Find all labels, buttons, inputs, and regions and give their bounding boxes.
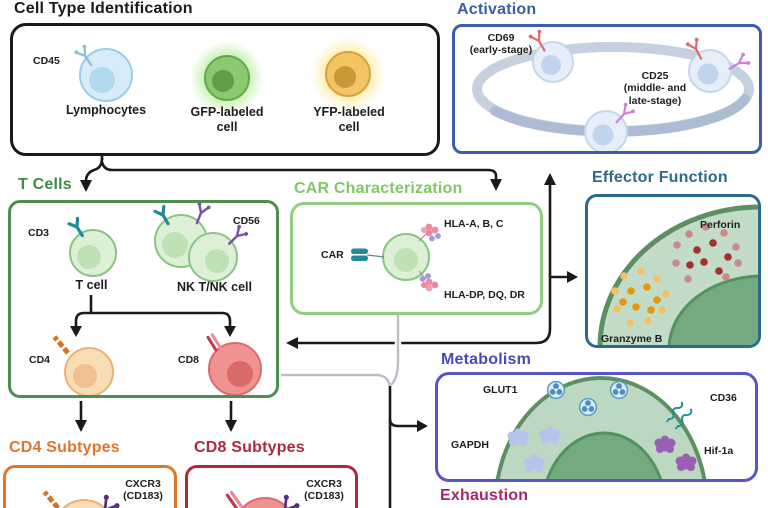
hla-class2-label: HLA-DP, DQ, DR xyxy=(444,289,525,301)
glut1-label: GLUT1 xyxy=(483,384,518,396)
gfp-cell-icon xyxy=(190,41,264,115)
cd4-cxcr3-label: CXCR3 (CD183) xyxy=(123,478,163,503)
cd25-stage: (middle- and late-stage) xyxy=(623,82,687,107)
cd25-label: CD25 (middle- and late-stage) xyxy=(613,70,697,107)
car-characterization-panel: CAR HLA-A, B, C HLA-DP, DQ, DR xyxy=(290,202,543,315)
t-cells-panel: CD3 T cell CD56 NK T/NK cell CD4 CD8 xyxy=(8,200,279,398)
cd8-subtypes-panel: CXCR3 (CD183) xyxy=(185,465,358,508)
nk-cell-label: NK T/NK cell xyxy=(176,280,252,294)
activated-cell-middle-icon xyxy=(584,100,637,151)
activation-panel: CD69 (early-stage) CD25 (middle- and lat… xyxy=(452,24,762,154)
lymphocyte-cell-icon xyxy=(72,42,133,102)
t-cells-heading: T Cells xyxy=(18,176,72,193)
hla-class1-label: HLA-A, B, C xyxy=(444,218,504,230)
cd8-label: CD8 xyxy=(178,354,200,366)
cd8-subtypes-illustrations xyxy=(225,490,302,508)
activated-cell-late-icon xyxy=(684,35,753,93)
t-cell-icon xyxy=(67,216,117,277)
hla-class1-icon xyxy=(418,223,441,242)
granzyme-label: Granzyme B xyxy=(601,333,663,345)
cd4-subtypes-heading: CD4 Subtypes xyxy=(9,439,120,456)
cd8-subtype-cell-icon xyxy=(241,497,289,508)
metabolism-cell-icon xyxy=(495,376,707,479)
cd69-stage: (early-stage) xyxy=(469,44,533,57)
cell-type-illustrations xyxy=(72,37,385,115)
activated-cell-early-icon xyxy=(526,27,574,83)
lymphocytes-label: Lymphocytes xyxy=(65,103,147,117)
cell-type-heading: Cell Type Identification xyxy=(14,0,193,17)
cd25-marker: CD25 xyxy=(641,70,669,82)
cd8-receptor-icon xyxy=(206,333,222,352)
activation-heading: Activation xyxy=(457,1,537,18)
effector-illustrations xyxy=(597,204,758,345)
cd4-subtypes-illustrations xyxy=(42,490,122,508)
hla-class2-icon xyxy=(418,270,439,292)
cd4-subtypes-panel: CXCR3 (CD183) xyxy=(3,465,177,508)
effector-cell-icon xyxy=(597,204,758,345)
cell-type-identification-panel: CD45 Lymphocytes GFP-labeled cell YFP-la… xyxy=(10,23,440,156)
metabolism-illustrations xyxy=(495,376,707,479)
exhaustion-heading: Exhaustion xyxy=(440,487,529,504)
metabolism-panel: GLUT1 CD36 GAPDH Hif-1a xyxy=(435,372,758,482)
effector-function-panel: Perforin Granzyme B xyxy=(585,194,761,348)
cd8-subtypes-heading: CD8 Subtypes xyxy=(194,439,305,456)
gfp-label: GFP-labeled cell xyxy=(190,105,264,134)
cd4-cell-icon xyxy=(52,335,114,395)
car-heading: CAR Characterization xyxy=(294,180,463,197)
effector-heading: Effector Function xyxy=(592,169,728,186)
nk-cell-icon xyxy=(153,203,251,282)
cd45-label: CD45 xyxy=(33,55,60,67)
cd56-label: CD56 xyxy=(233,215,260,227)
hif1a-label: Hif-1a xyxy=(704,445,734,457)
perforin-granules-icon xyxy=(672,223,742,283)
cd36-label: CD36 xyxy=(710,392,737,404)
yfp-label: YFP-labeled cell xyxy=(313,105,385,134)
car-t-cell-icon xyxy=(382,233,430,281)
cd3-label: CD3 xyxy=(28,227,50,239)
t-cell-label: T cell xyxy=(75,278,108,292)
cd4-subtype-cell-icon xyxy=(62,499,106,508)
cd4-receptor-icon xyxy=(52,335,70,355)
yfp-cell-icon xyxy=(311,37,385,111)
activation-illustrations xyxy=(472,27,754,151)
gapdh-label: GAPDH xyxy=(451,439,489,451)
cd8-cxcr3-label: CXCR3 (CD183) xyxy=(304,478,344,503)
car-receptor-icon xyxy=(351,248,385,261)
cd69-label: CD69 (early-stage) xyxy=(461,32,541,57)
cd4-receptor-icon xyxy=(42,490,60,508)
granzyme-granules-icon xyxy=(611,267,670,327)
perforin-label: Perforin xyxy=(700,219,741,231)
t-cell-branch-arrow xyxy=(74,295,232,327)
car-label: CAR xyxy=(321,249,344,261)
cd4-label: CD4 xyxy=(29,354,51,366)
cd8-cell-icon xyxy=(206,333,262,395)
cd8-receptor-icon xyxy=(225,490,243,508)
metabolism-heading: Metabolism xyxy=(441,351,532,368)
t-cells-illustrations xyxy=(52,203,262,395)
cd69-marker: CD69 xyxy=(487,32,515,44)
